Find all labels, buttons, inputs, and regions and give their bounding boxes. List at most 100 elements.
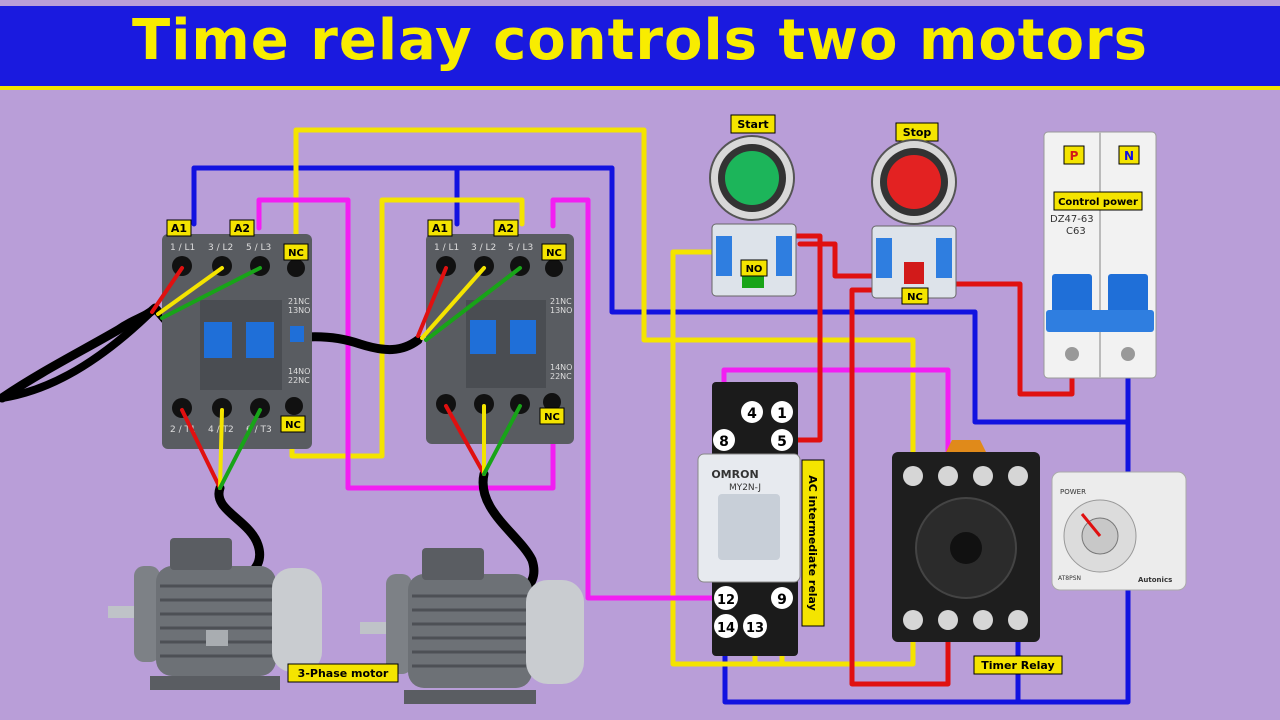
contactor-1-aux-window bbox=[290, 326, 304, 342]
ac-intermediate-relay: OMRON MY2N-J 4 1 8 5 12 9 14 13 AC inter… bbox=[697, 382, 825, 656]
contactor-2-aux-21nc: 21NC bbox=[550, 297, 572, 306]
relay-model: MY2N-J bbox=[729, 483, 761, 493]
phase-red-1-out bbox=[180, 408, 222, 490]
wire-black-main-2 bbox=[0, 304, 159, 402]
relay-pin-9-text: 9 bbox=[777, 592, 787, 608]
timer-model: AT8PSN bbox=[1058, 575, 1081, 582]
timer-brand: Autonics bbox=[1138, 576, 1172, 584]
stop-label: Stop bbox=[903, 126, 932, 139]
tag-n-text: N bbox=[1124, 149, 1134, 163]
control-power-breaker: P N Control power DZ47-63 C63 bbox=[1043, 131, 1157, 379]
tag-p bbox=[1063, 145, 1085, 165]
contactor-1-aux-13no: 13NO bbox=[288, 306, 310, 315]
tag-nc-2b-text: NC bbox=[544, 412, 560, 423]
stop-contact-blue-l bbox=[876, 238, 892, 278]
contactor-1-aux-22nc: 22NC bbox=[288, 376, 310, 385]
contactor-2: 1 / L1 3 / L2 5 / L3 21NC 13NO 14NO 22NC… bbox=[426, 219, 574, 444]
timer-relay-base: Timer Relay bbox=[892, 440, 1063, 675]
motor-1-fan-cover bbox=[272, 568, 322, 672]
relay-brand: OMRON bbox=[711, 468, 758, 481]
phase-red-1-in bbox=[150, 266, 184, 314]
relay-pin-14 bbox=[714, 614, 738, 638]
tag-a1-2 bbox=[427, 219, 453, 237]
stop-button-cap[interactable] bbox=[887, 155, 941, 209]
timer-dial-pointer bbox=[1080, 513, 1102, 537]
stop-contact-red bbox=[904, 262, 924, 284]
relay-pin-14-text: 14 bbox=[717, 621, 735, 636]
stop-pushbutton: Stop NC bbox=[871, 122, 957, 305]
breaker-model: DZ47-63 bbox=[1050, 214, 1094, 225]
motor-1-shaft bbox=[108, 606, 138, 618]
tag-timer-relay-text: Timer Relay bbox=[981, 659, 1054, 672]
timer-power-label: POWER bbox=[1060, 488, 1086, 496]
relay-pin-9 bbox=[771, 587, 793, 609]
phase-wires bbox=[150, 266, 522, 490]
timer-screw-top bbox=[903, 466, 923, 486]
start-pushbutton: Start NO bbox=[709, 114, 797, 297]
motor-1-fins bbox=[160, 584, 272, 658]
contactor-2-term-l1: 1 / L1 bbox=[434, 243, 459, 253]
relay-pin-12-text: 12 bbox=[717, 593, 735, 608]
wire-red-3 bbox=[849, 287, 951, 687]
contactor-1-screw bbox=[212, 398, 232, 418]
wire-red-2 bbox=[797, 241, 875, 279]
motor-2-feet bbox=[404, 690, 536, 704]
motor-2-endcap bbox=[386, 574, 412, 674]
contactor-1-slider-b bbox=[246, 322, 274, 358]
breaker-handle-left[interactable] bbox=[1052, 274, 1092, 314]
tag-3-phase-motor bbox=[287, 663, 399, 683]
wire-red-4 bbox=[952, 281, 1075, 397]
tag-nc-1a-text: NC bbox=[288, 248, 304, 259]
relay-pin-1 bbox=[771, 401, 793, 423]
tag-nc-2a-text: NC bbox=[546, 248, 562, 259]
phase-red-2-out bbox=[444, 404, 486, 476]
title-banner: Time relay controls two motors bbox=[0, 6, 1280, 90]
contactor-2-aux-13no: 13NO bbox=[550, 306, 572, 315]
relay-pin-12 bbox=[714, 586, 738, 610]
start-button-cap[interactable] bbox=[725, 151, 779, 205]
tag-a1-1 bbox=[166, 219, 192, 237]
timer-screw-bottom bbox=[1008, 610, 1028, 630]
relay-pin-5 bbox=[771, 429, 793, 451]
wire-red-1 bbox=[782, 233, 823, 443]
breaker-terminal bbox=[1065, 347, 1079, 361]
breaker-bar bbox=[1046, 310, 1154, 332]
relay-coil bbox=[718, 494, 780, 560]
tag-no-text: NO bbox=[746, 264, 763, 275]
contactor-2-term-l3: 5 / L3 bbox=[508, 243, 533, 253]
motor-1-nameplate bbox=[206, 630, 228, 646]
tag-a2-1 bbox=[229, 219, 255, 237]
phase-green-2-in bbox=[424, 266, 522, 342]
motor-2-fan-cover bbox=[526, 580, 584, 684]
contactor-2-slider-b bbox=[510, 320, 536, 354]
contactor-1-aux-14no: 14NO bbox=[288, 367, 310, 376]
tag-nc-1a bbox=[283, 243, 309, 261]
tag-control-power bbox=[1053, 191, 1143, 211]
wire-yellow-3 bbox=[670, 249, 916, 667]
tag-a2-1-text: A2 bbox=[234, 222, 250, 235]
timer-base-latch bbox=[946, 440, 986, 452]
motor-1-feet bbox=[150, 676, 280, 690]
tag-timer-relay bbox=[973, 655, 1063, 675]
start-label: Start bbox=[737, 118, 768, 131]
motor-1-terminal-box bbox=[170, 538, 232, 570]
motor-1 bbox=[108, 538, 322, 690]
contactor-2-aux-14no: 14NO bbox=[550, 363, 572, 372]
contactor-2-screw bbox=[543, 393, 561, 411]
start-contact-blue-l bbox=[716, 236, 732, 276]
tag-nc-2b bbox=[539, 407, 565, 425]
tag-nc-2a bbox=[541, 243, 567, 261]
phase-green-2-out bbox=[482, 404, 522, 476]
contactor-1-term-l3: 5 / L3 bbox=[246, 243, 271, 253]
contactor-1-term-l1: 1 / L1 bbox=[170, 243, 195, 253]
tag-ac-relay bbox=[801, 459, 825, 627]
tag-a1-1-text: A1 bbox=[171, 222, 187, 235]
contactor-1-term-l2: 3 / L2 bbox=[208, 243, 233, 253]
relay-pin-13 bbox=[743, 614, 767, 638]
motor-2-terminal-box bbox=[422, 548, 484, 580]
breaker-handle-right[interactable] bbox=[1108, 274, 1148, 314]
tag-no bbox=[740, 259, 768, 277]
tag-nc-stop-text: NC bbox=[907, 292, 923, 303]
motor-1-body bbox=[156, 566, 276, 676]
